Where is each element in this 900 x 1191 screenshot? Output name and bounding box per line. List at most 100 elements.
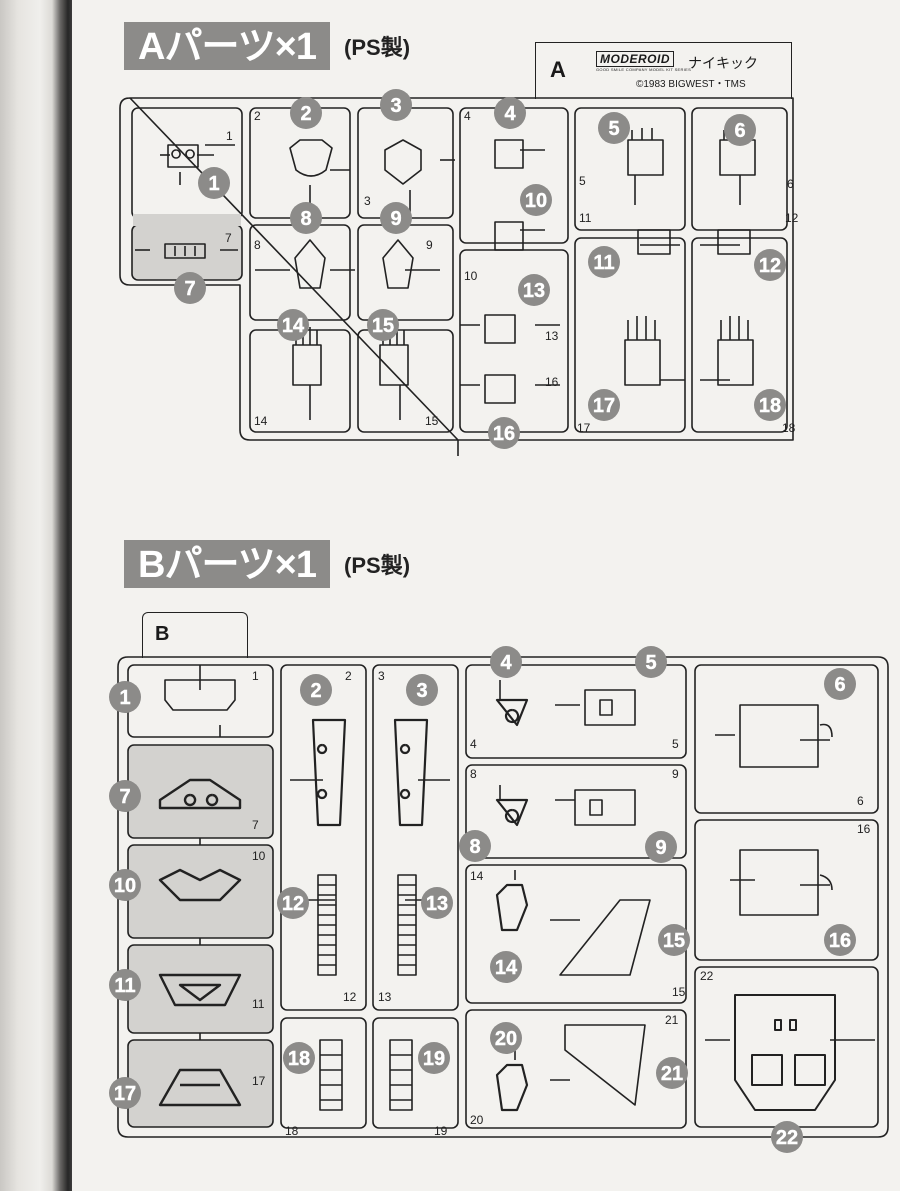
b-part-7 [158, 778, 242, 810]
section-b-title: Bパーツ×1 [124, 540, 331, 588]
a-runner-number-8: 9 [426, 238, 433, 252]
a-callout-11-number: 11 [593, 252, 614, 274]
a-callout-7-badge [174, 272, 206, 304]
b-callout-16: 16 [824, 924, 856, 956]
a-runner-number-6: 7 [225, 231, 232, 245]
b-callout-9-number: 9 [655, 837, 666, 859]
a-runner-number-13: 14 [254, 414, 268, 428]
a-callout-6-badge [724, 114, 756, 146]
b-part-16 [739, 849, 833, 916]
b-runner-number-14: 15 [672, 985, 686, 999]
a-runner-number-4: 5 [579, 174, 586, 188]
a-runner-number-17: 18 [782, 421, 796, 435]
b-runner-number-17: 18 [285, 1124, 299, 1138]
b-callout-14-number: 14 [495, 957, 518, 979]
a-part-5 [627, 128, 664, 176]
a-callout-14-number: 14 [282, 315, 305, 337]
a-callout-13: 13 [518, 274, 550, 306]
b-part-9 [574, 789, 636, 826]
b-callout-8: 8 [459, 830, 491, 862]
a-callout-1: 1 [198, 167, 230, 199]
a-callout-17: 17 [588, 389, 620, 421]
runner-a-letter: A [550, 57, 566, 82]
a-callout-9-badge [380, 202, 412, 234]
a-callout-8-badge [290, 202, 322, 234]
b-cell-14-15 [465, 864, 687, 1004]
a-runner-number-3: 4 [464, 109, 471, 123]
b-callout-13-number: 13 [426, 893, 448, 915]
b-callout-15: 15 [658, 924, 690, 956]
a-callout-7-number: 7 [184, 278, 195, 300]
a-part-1 [167, 144, 199, 168]
b-cell-11 [127, 944, 274, 1034]
b-runner-number-9: 10 [252, 849, 266, 863]
a-callout-8-number: 8 [300, 208, 311, 230]
a-part-10 [494, 221, 524, 251]
a-callout-10: 10 [520, 184, 552, 216]
b-callout-16-badge [824, 924, 856, 956]
b-runner-number-0: 1 [252, 669, 259, 683]
a-cell-15 [357, 329, 454, 433]
a-runner-number-11: 12 [785, 211, 799, 225]
b-runner-number-13: 14 [470, 869, 484, 883]
a-callout-14-badge [277, 309, 309, 341]
section-a-title: Aパーツ×1 [124, 22, 331, 70]
b-runner-number-1: 2 [345, 669, 352, 683]
a-shade-band [133, 214, 241, 226]
a-callout-13-number: 13 [523, 280, 545, 302]
a-part-13 [484, 314, 516, 344]
a-runner-number-9: 10 [464, 269, 478, 283]
b-cell-8-9 [465, 764, 687, 859]
b-part-17 [158, 1068, 242, 1107]
b-callout-18-badge [283, 1042, 315, 1074]
a-runner-number-7: 8 [254, 238, 261, 252]
a-callout-18-number: 18 [759, 395, 781, 417]
b-callout-7-badge [109, 780, 141, 812]
a-callout-3-badge [380, 89, 412, 121]
a-runner-number-5: 6 [787, 177, 794, 191]
b-callout-21: 21 [656, 1057, 688, 1089]
a-callout-15: 15 [367, 309, 399, 341]
brand-subtitle: GOOD SMILE COMPANY MODEL KIT SERIES [596, 67, 692, 72]
a-callout-17-number: 17 [593, 395, 615, 417]
b-callout-9: 9 [645, 831, 677, 863]
section-a-material: (PS製) [344, 35, 411, 60]
b-runner-number-21: 22 [700, 969, 714, 983]
b-runner-number-2: 3 [378, 669, 385, 683]
b-callout-11: 11 [109, 969, 141, 1001]
b-runner-number-12: 13 [378, 990, 392, 1004]
b-part-10 [158, 868, 242, 902]
a-part-11 [637, 229, 671, 255]
b-part-14 [495, 883, 529, 932]
a-part-7 [164, 243, 206, 259]
b-callout-19-badge [418, 1042, 450, 1074]
b-callout-3: 3 [406, 674, 438, 706]
b-part-1 [164, 679, 236, 711]
a-part-6 [719, 128, 756, 176]
b-callout-22-number: 22 [776, 1127, 798, 1149]
b-callout-4-badge [490, 646, 522, 678]
b-runner-number-8: 9 [672, 767, 679, 781]
a-runner-number-15: 16 [545, 375, 559, 389]
b-runner-number-16: 17 [252, 1074, 266, 1088]
b-callout-2-number: 2 [310, 680, 321, 702]
a-runner-number-1: 2 [254, 109, 261, 123]
b-part-15 [559, 899, 651, 976]
b-callout-6: 6 [824, 668, 856, 700]
b-callout-21-number: 21 [661, 1063, 683, 1085]
b-callout-17-badge [109, 1077, 141, 1109]
a-cell-3 [357, 107, 454, 219]
b-part-5 [584, 689, 636, 726]
runner-b-frame [117, 656, 889, 1138]
b-cell-6 [694, 664, 879, 814]
b-runner-number-5: 6 [857, 794, 864, 808]
b-callout-8-badge [459, 830, 491, 862]
a-runner-number-16: 17 [577, 421, 591, 435]
section-a-header: Aパーツ×1 (PS製) [124, 22, 410, 70]
b-runner-number-6: 7 [252, 818, 259, 832]
b-cell-2-12 [280, 664, 367, 1011]
a-part-16 [484, 374, 516, 404]
a-part-3 [384, 139, 422, 185]
runner-b-tag: B [142, 612, 248, 658]
